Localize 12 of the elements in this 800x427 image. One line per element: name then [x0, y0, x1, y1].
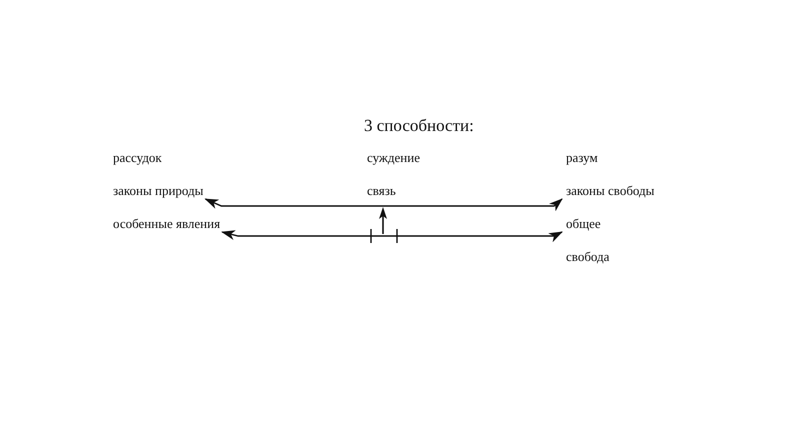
term-text: законы свободы — [566, 183, 654, 199]
term-text: законы природы — [113, 183, 204, 199]
heading-text: свобода — [566, 249, 610, 265]
double-arrow — [221, 230, 563, 242]
double-arrow — [204, 198, 563, 212]
title: 3 способности: — [364, 116, 474, 136]
term-text: общее — [566, 216, 601, 232]
heading-text: связь — [367, 183, 396, 199]
heading-text: разум — [566, 150, 598, 166]
heading-text: рассудок — [113, 150, 162, 166]
heading-text: суждение — [367, 150, 420, 166]
term-text: особенные явления — [113, 216, 220, 232]
